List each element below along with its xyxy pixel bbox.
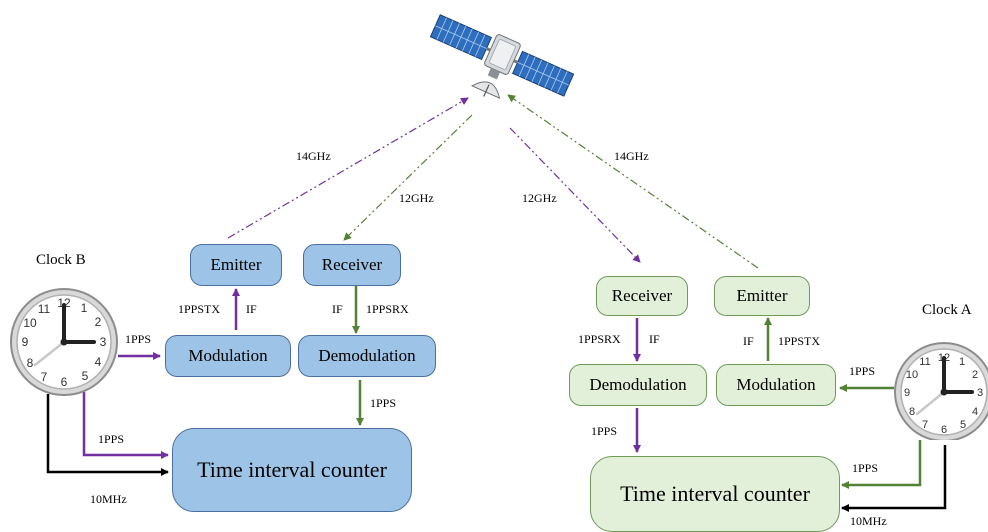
right-uplink-line xyxy=(507,94,759,269)
svg-text:5: 5 xyxy=(960,419,966,431)
right-counter-1pps-label: 1PPS xyxy=(852,461,879,475)
svg-text:10: 10 xyxy=(23,316,37,330)
left-counter-1pps-label: 1PPS xyxy=(98,432,125,446)
left-modulation-box: Modulation xyxy=(165,335,291,377)
svg-text:8: 8 xyxy=(909,406,915,418)
svg-text:8: 8 xyxy=(27,356,34,370)
left-if-rx-label: IF xyxy=(332,302,343,316)
svg-text:1: 1 xyxy=(81,301,88,315)
left-clock-10mhz-to-counter xyxy=(46,394,169,476)
svg-text:9: 9 xyxy=(904,387,910,399)
right-emitter-box: Emitter xyxy=(714,276,810,316)
right-downlink-label: 12GHz xyxy=(522,191,557,205)
right-clock-1pps-label: 1PPS xyxy=(849,364,876,378)
right-if-rx-label: IF xyxy=(649,332,660,346)
left-demodulation-box: Demodulation xyxy=(298,335,436,377)
svg-text:4: 4 xyxy=(95,355,102,369)
svg-text:5: 5 xyxy=(82,369,89,383)
left-downlink-line xyxy=(343,114,473,241)
right-10mhz-label: 10MHz xyxy=(850,514,887,528)
right-receiver-box: Receiver xyxy=(596,276,688,316)
right-clock-1pps-to-counter xyxy=(841,440,922,489)
left-demod-1pps-label: 1PPS xyxy=(370,396,397,410)
right-time-interval-counter-box: Time interval counter xyxy=(590,456,840,532)
right-uplink-label: 14GHz xyxy=(614,149,649,163)
right-1ppstx-label: 1PPSTX xyxy=(778,334,821,348)
svg-text:1: 1 xyxy=(959,356,965,368)
clock-b-title: Clock B xyxy=(36,252,86,268)
right-modulation-box: Modulation xyxy=(716,364,836,406)
left-if-tx-label: IF xyxy=(246,302,257,316)
left-uplink-label: 14GHz xyxy=(296,149,331,163)
left-uplink-line xyxy=(227,97,469,239)
left-time-interval-counter-box: Time interval counter xyxy=(172,428,412,512)
svg-text:2: 2 xyxy=(95,315,102,329)
svg-text:6: 6 xyxy=(941,424,947,436)
left-10mhz-label: 10MHz xyxy=(90,492,127,506)
svg-text:7: 7 xyxy=(922,419,928,431)
right-demodulation-box: Demodulation xyxy=(569,364,707,406)
right-demod-1pps-label: 1PPS xyxy=(591,424,618,438)
left-clock-1pps-to-counter xyxy=(82,392,169,459)
right-1ppsrx-label: 1PPSRX xyxy=(578,332,621,346)
satellite-icon xyxy=(429,14,575,99)
svg-text:4: 4 xyxy=(972,406,978,418)
svg-text:11: 11 xyxy=(919,356,930,368)
svg-text:9: 9 xyxy=(22,335,29,349)
svg-text:11: 11 xyxy=(38,302,51,316)
left-downlink-label: 12GHz xyxy=(399,191,434,205)
svg-text:6: 6 xyxy=(61,375,68,389)
left-1ppstx-label: 1PPSTX xyxy=(178,302,221,316)
svg-text:3: 3 xyxy=(100,335,107,349)
svg-text:12: 12 xyxy=(57,296,71,310)
svg-text:3: 3 xyxy=(977,387,983,399)
left-1ppsrx-label: 1PPSRX xyxy=(366,302,409,316)
left-emitter-box: Emitter xyxy=(190,244,282,286)
clock-a-title: Clock A xyxy=(922,302,972,318)
svg-text:2: 2 xyxy=(972,369,978,381)
right-clock-10mhz-to-counter xyxy=(841,445,947,512)
right-if-tx-label: IF xyxy=(743,334,754,348)
svg-text:10: 10 xyxy=(906,369,918,381)
left-receiver-box: Receiver xyxy=(303,244,401,286)
svg-text:7: 7 xyxy=(41,370,48,384)
left-clock-1pps-label: 1PPS xyxy=(125,332,152,346)
